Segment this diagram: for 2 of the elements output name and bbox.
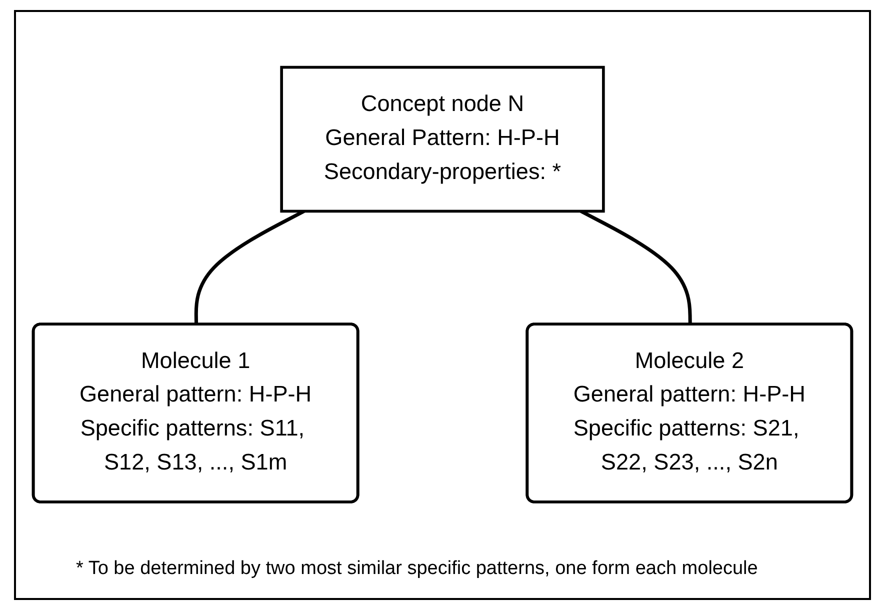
footnote: * To be determined by two most similar specific patterns, one form each molecule (76, 558, 759, 580)
node-box: Concept node N General Pattern: H-P-H Secondary-properties: * (280, 66, 605, 214)
